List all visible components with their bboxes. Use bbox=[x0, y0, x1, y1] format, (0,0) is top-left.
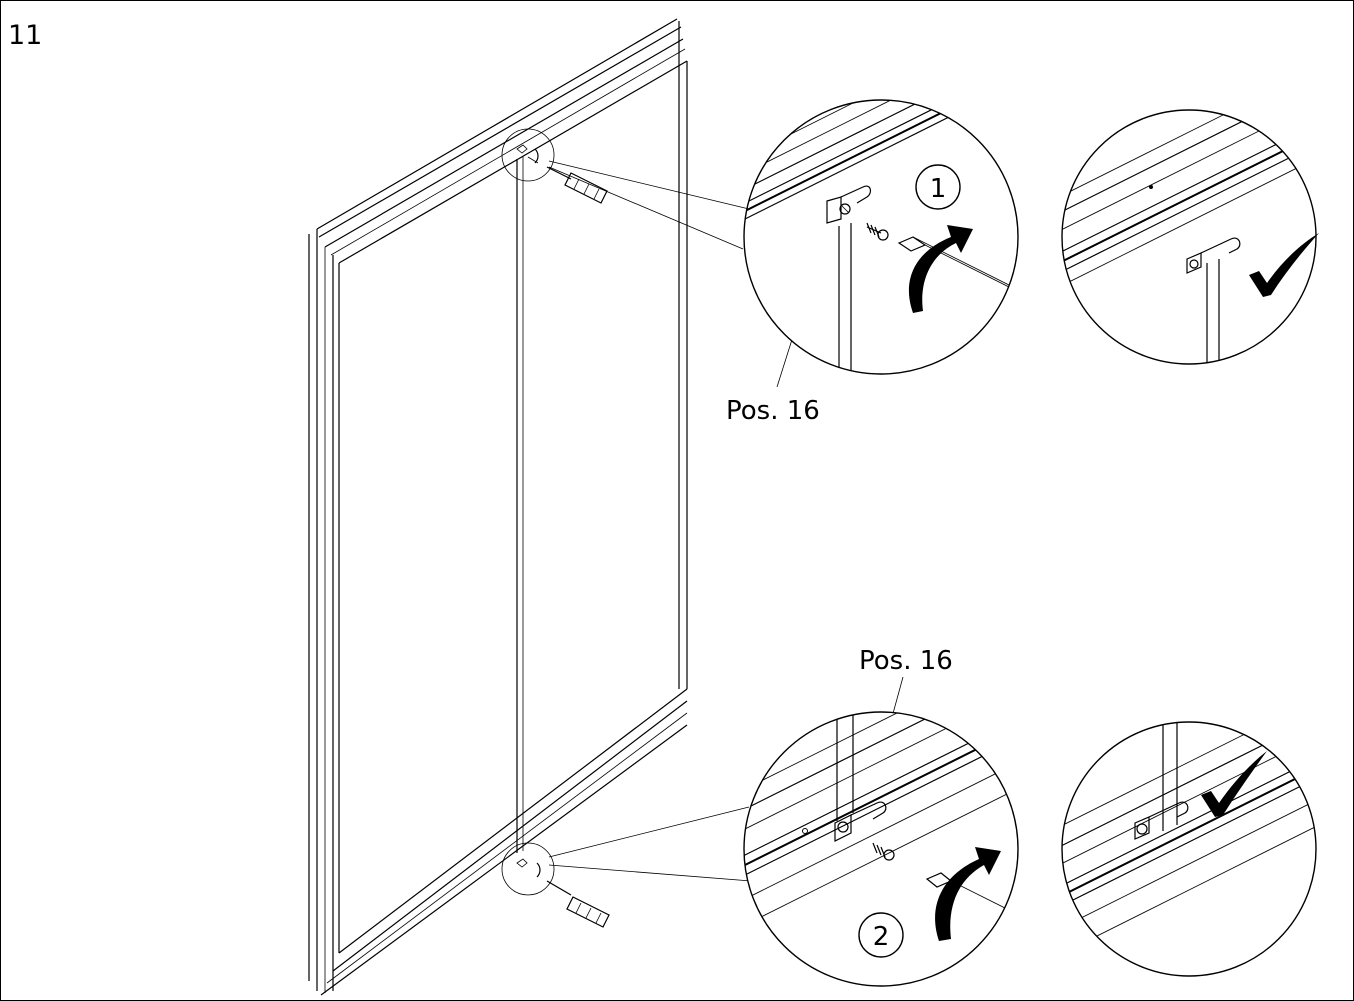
bracket-icon bbox=[834, 801, 887, 842]
bracket-icon bbox=[826, 185, 872, 224]
rotate-arrow-icon bbox=[935, 847, 1001, 941]
detail-circle-bottom-result bbox=[1061, 721, 1317, 977]
checkmark-icon bbox=[1201, 751, 1267, 817]
step-badge-label: 2 bbox=[873, 922, 890, 952]
screw-icon bbox=[866, 222, 889, 241]
screw-icon bbox=[872, 842, 895, 861]
bracket-icon bbox=[1186, 237, 1241, 274]
step-number: 11 bbox=[8, 20, 43, 51]
screwdriver-icon bbox=[546, 880, 610, 928]
step-badge-label: 1 bbox=[930, 174, 947, 204]
step-badge-1: 1 bbox=[915, 164, 961, 210]
part-label-top: Pos. 16 bbox=[726, 396, 820, 426]
rotate-arrow-icon bbox=[908, 225, 973, 313]
screwdriver-icon bbox=[546, 166, 608, 204]
bottom-fixing-area bbox=[501, 842, 555, 896]
top-fixing-area bbox=[501, 128, 555, 182]
step-badge-2: 2 bbox=[858, 912, 904, 958]
bracket-icon bbox=[1134, 801, 1189, 840]
detail-circle-top-install bbox=[743, 99, 1019, 375]
checkmark-icon bbox=[1249, 233, 1319, 297]
part-label-bottom: Pos. 16 bbox=[859, 646, 953, 676]
detail-circle-top-result bbox=[1061, 109, 1317, 365]
door-frame bbox=[308, 18, 688, 996]
